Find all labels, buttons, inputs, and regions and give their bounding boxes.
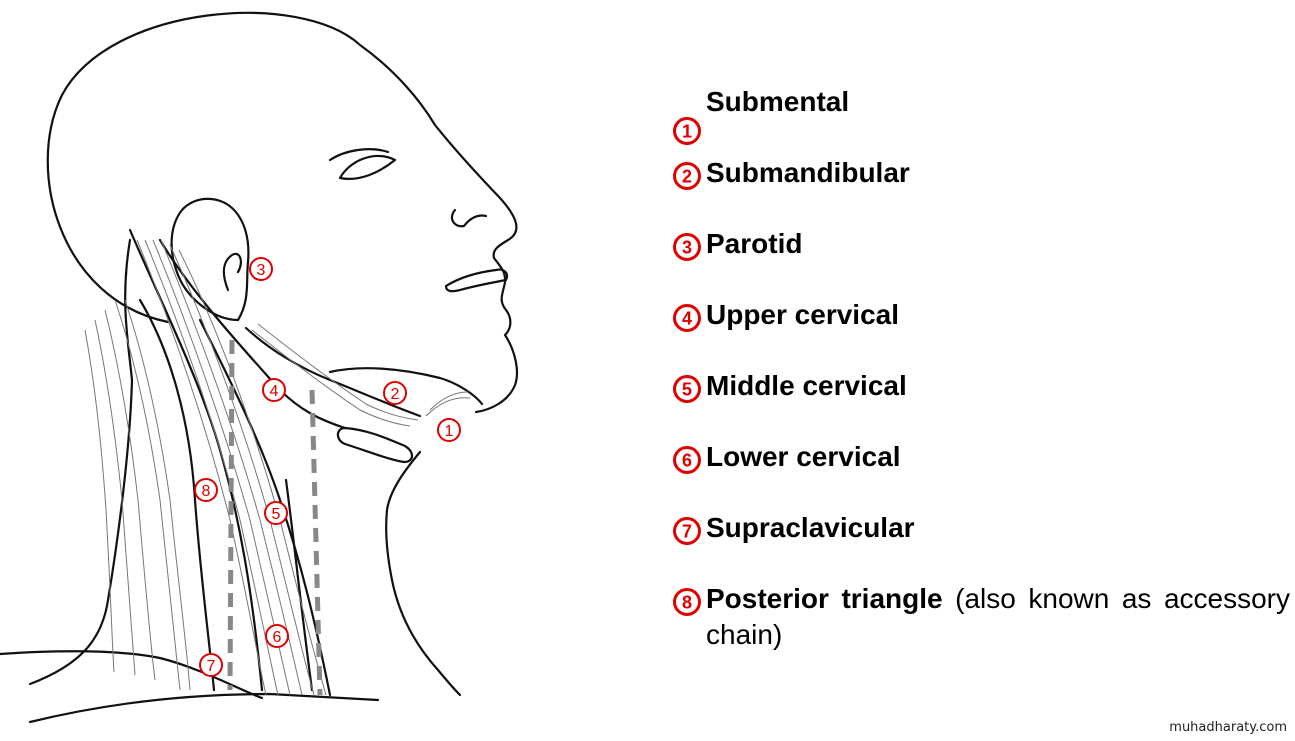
legend-name: Upper cervical	[706, 299, 899, 330]
legend-note: (also known as accessory chain)	[706, 583, 1290, 650]
legend-item-4: 4 Upper cervical	[668, 297, 1290, 357]
posterior-border	[138, 298, 216, 692]
legend-number-1: 1	[672, 116, 702, 146]
legend-item-1: 1 Submental	[668, 84, 1290, 146]
head-outline	[46, 11, 519, 414]
strap-1	[158, 238, 347, 430]
svg-text:7: 7	[682, 522, 692, 542]
legend-name: Parotid	[706, 228, 803, 259]
legend-item-6: 6 Lower cervical	[668, 439, 1290, 499]
head-neck-illustration: 1 2 3 4 5 6 7 8	[0, 11, 519, 724]
lymph-node-legend: 1 Submental 2 Submandibular 3 Parotid 4 Upper c…	[668, 84, 1290, 653]
legend-number-6: 6	[672, 445, 702, 475]
legend-item-8: 8 Posterior triangle (also known as acces…	[668, 581, 1290, 653]
svg-text:1: 1	[682, 122, 692, 142]
node-markers: 1 2 3 4 5 6 7 8	[194, 257, 461, 677]
watermark: muhadharaty.com	[1169, 720, 1287, 735]
mouth	[444, 268, 509, 293]
node-marker-1: 1	[437, 418, 461, 442]
svg-text:5: 5	[682, 380, 692, 400]
node-marker-3: 3	[249, 257, 273, 281]
node-marker-5: 5	[264, 501, 288, 525]
svg-text:8: 8	[202, 483, 211, 500]
svg-text:4: 4	[270, 383, 279, 400]
legend-name: Supraclavicular	[706, 512, 915, 543]
legend-number-8: 8	[672, 587, 702, 617]
svg-text:2: 2	[682, 167, 692, 187]
hyoid	[336, 426, 414, 464]
svg-text:7: 7	[207, 658, 216, 675]
svg-text:6: 6	[273, 629, 282, 646]
node-marker-2: 2	[383, 381, 407, 405]
svg-text:4: 4	[682, 309, 692, 329]
legend-item-7: 7 Supraclavicular	[668, 510, 1290, 570]
legend-item-5: 5 Middle cervical	[668, 368, 1290, 428]
jaw-line	[244, 326, 422, 418]
legend-item-2: 2 Submandibular	[668, 155, 1290, 215]
svg-text:3: 3	[682, 238, 692, 258]
legend-name: Posterior triangle	[706, 583, 943, 614]
level-line-right	[309, 389, 323, 696]
svg-text:6: 6	[682, 451, 692, 471]
svg-text:2: 2	[391, 386, 400, 403]
legend-name: Submental	[706, 86, 850, 117]
ear-inner	[222, 252, 242, 292]
front-neck	[385, 450, 462, 697]
eye	[338, 155, 397, 180]
node-marker-4: 4	[262, 378, 286, 402]
neck-front-muscle	[284, 478, 314, 692]
legend-name: Middle cervical	[706, 370, 907, 401]
level-line-left	[227, 339, 235, 691]
shoulder-line-2	[0, 650, 264, 700]
eye-lid	[328, 148, 390, 162]
legend-number-4: 4	[672, 303, 702, 333]
svg-text:3: 3	[257, 262, 266, 279]
node-marker-6: 6	[265, 624, 289, 648]
legend-number-7: 7	[672, 516, 702, 546]
svg-text:5: 5	[272, 506, 281, 523]
legend-name: Submandibular	[706, 157, 910, 188]
nostril	[450, 208, 488, 228]
legend-number-2: 2	[672, 161, 702, 191]
legend-name: Lower cervical	[706, 441, 901, 472]
legend-number-3: 3	[672, 232, 702, 262]
legend-number-5: 5	[672, 374, 702, 404]
svg-text:1: 1	[445, 423, 454, 440]
ear	[170, 197, 250, 322]
svg-text:8: 8	[682, 593, 692, 613]
back-neck	[28, 238, 134, 686]
under-chin	[328, 367, 484, 406]
shoulder-line	[28, 692, 380, 724]
node-marker-8: 8	[194, 478, 218, 502]
node-marker-7: 7	[199, 653, 223, 677]
legend-item-3: 3 Parotid	[668, 226, 1290, 286]
